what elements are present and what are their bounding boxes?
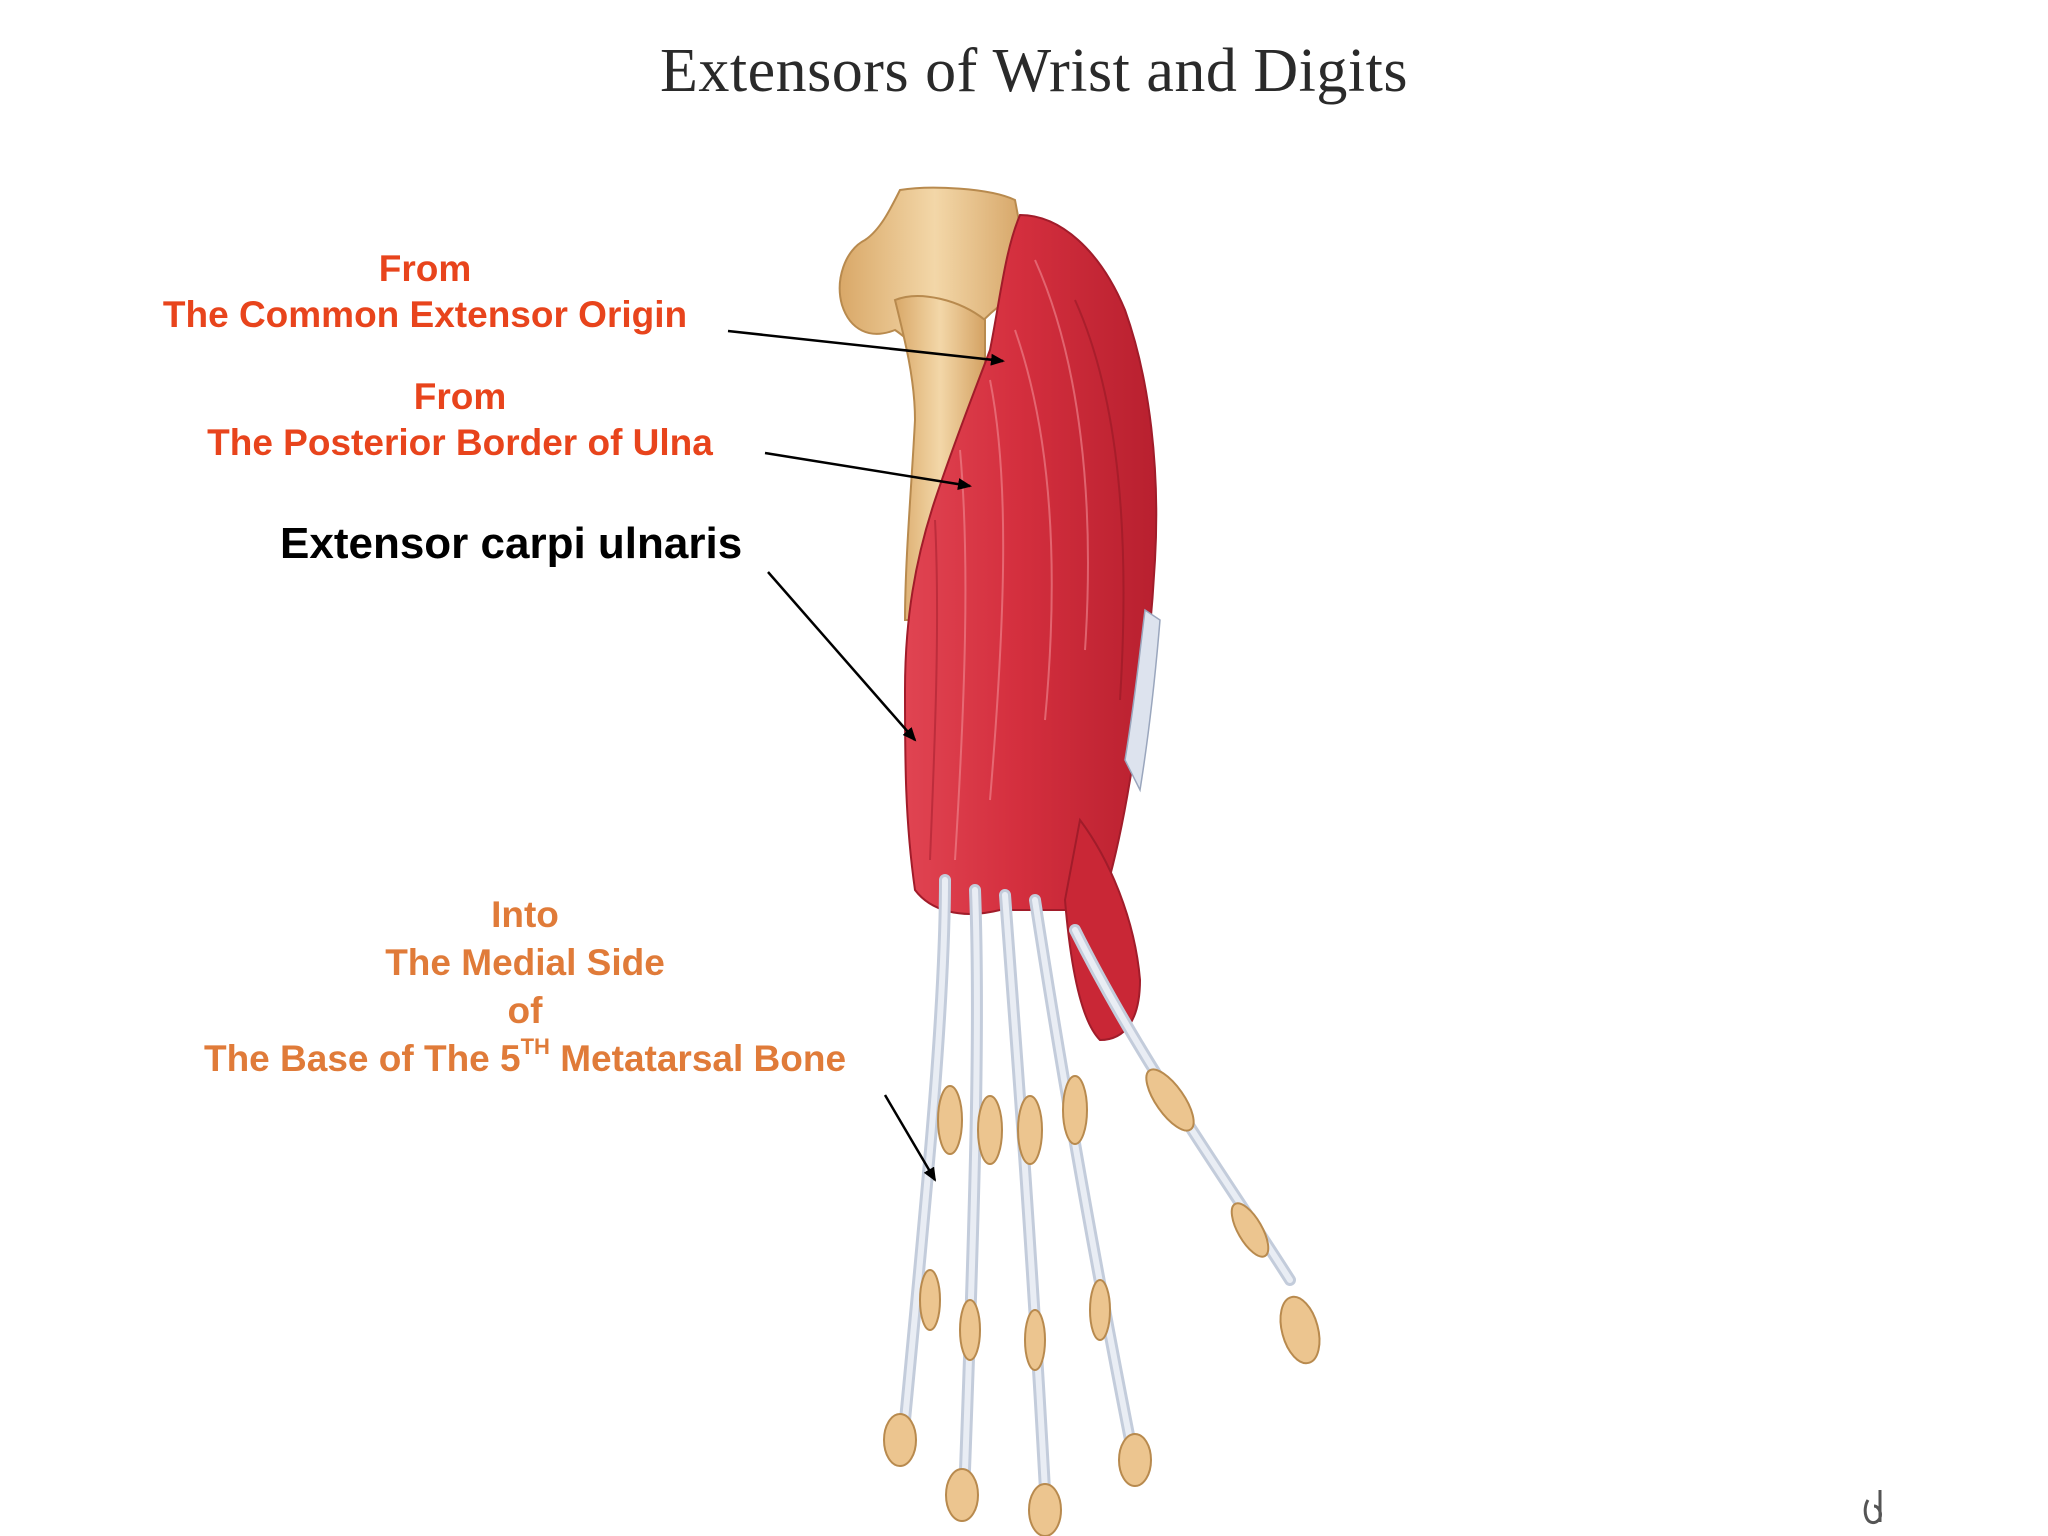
label-insertion-line4-pre: The Base of The 5 xyxy=(203,1038,521,1079)
label-insertion-line1: Into xyxy=(491,894,559,935)
arrow-posterior-ulna xyxy=(764,451,972,491)
label-insertion-line4-post: Metatarsal Bone xyxy=(549,1038,847,1079)
label-posterior-ulna-line1: From xyxy=(413,376,507,417)
label-posterior-border-ulna: From The Posterior Border of Ulna xyxy=(185,378,735,461)
label-insertion-line2: The Medial Side xyxy=(385,942,665,983)
label-common-origin-line2: The Common Extensor Origin xyxy=(162,294,688,335)
label-extensor-carpi-ulnaris: Extensor carpi ulnaris xyxy=(280,522,780,566)
lateral-tendons xyxy=(1124,608,1161,793)
label-common-extensor-origin: From The Common Extensor Origin xyxy=(140,250,710,333)
diagram-title-text: Extensors of Wrist and Digits xyxy=(660,37,1408,105)
label-insertion-superscript: TH xyxy=(520,1034,550,1059)
label-insertion-line4: The Base of The 5TH Metatarsal Bone xyxy=(170,1036,880,1079)
label-insertion: Into The Medial Side of The Base of The … xyxy=(170,896,880,1077)
arrow-insertion xyxy=(883,1094,937,1182)
artist-signature-mark xyxy=(1863,1490,1882,1525)
label-insertion-line3: of xyxy=(507,990,543,1031)
diagram-title: Extensors of Wrist and Digits xyxy=(0,36,2048,107)
label-posterior-ulna-line2: The Posterior Border of Ulna xyxy=(207,422,713,463)
pointer-arrows xyxy=(727,329,1005,1182)
label-common-origin-line1: From xyxy=(378,248,472,289)
arrow-muscle xyxy=(767,571,917,742)
finger-bones xyxy=(883,1068,1321,1536)
arrow-common-origin xyxy=(727,329,1005,366)
extensor-muscle-group xyxy=(903,213,1158,915)
extensor-tendons xyxy=(899,874,1296,1496)
label-muscle-name: Extensor carpi ulnaris xyxy=(280,519,743,568)
